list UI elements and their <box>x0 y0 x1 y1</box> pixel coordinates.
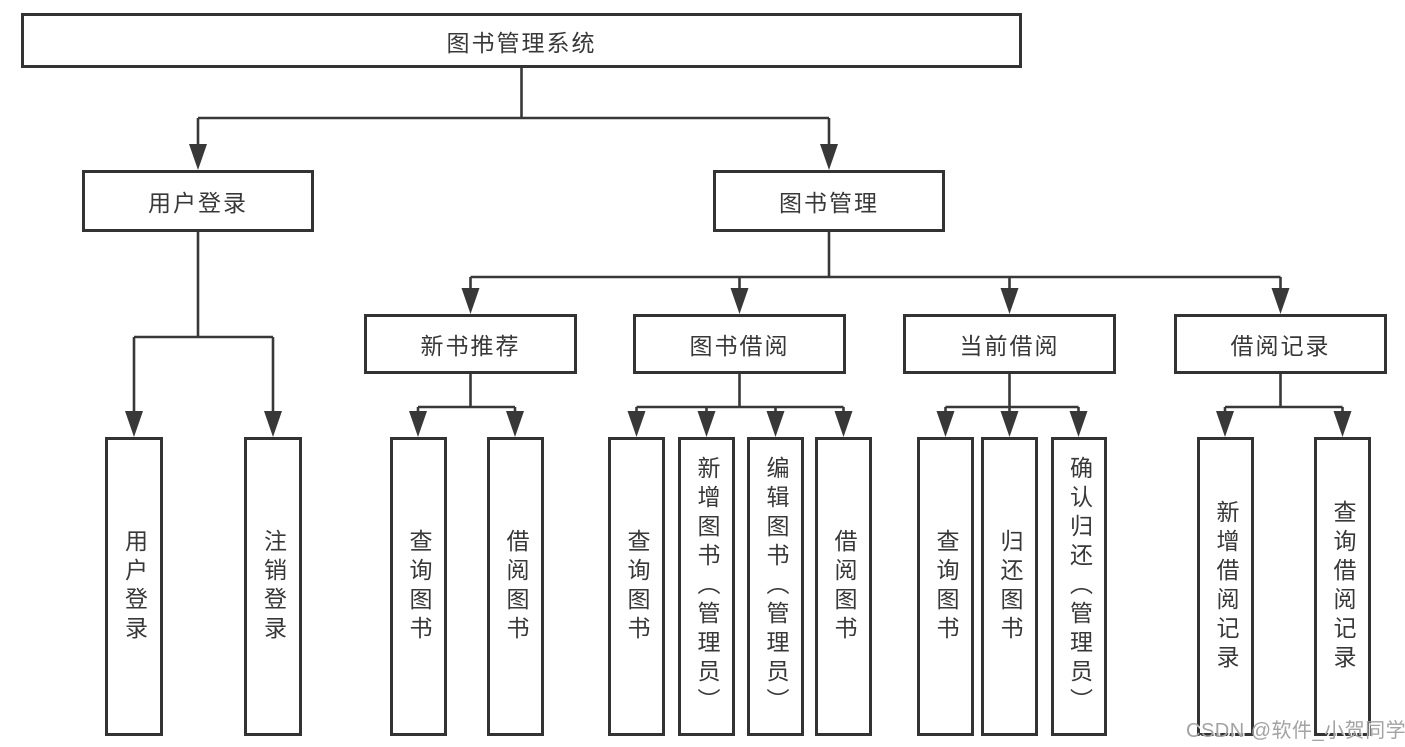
leaf-user-login-label: 用户登录 <box>121 528 148 645</box>
leaf-query-books-3-label: 查询图书 <box>933 528 959 645</box>
leaf-borrow-books-2: 借阅图书 <box>815 437 872 736</box>
leaf-query-borrow-record: 查询借阅记录 <box>1314 437 1371 736</box>
leaf-user-login: 用户登录 <box>105 437 163 736</box>
leaf-query-books-2: 查询图书 <box>608 437 665 736</box>
leaf-query-borrow-record-label: 查询借阅记录 <box>1330 499 1356 674</box>
node-new-book-recommend: 新书推荐 <box>364 314 577 374</box>
node-root: 图书管理系统 <box>21 13 1022 68</box>
connector-borrow-records-to-leaves <box>1216 374 1352 437</box>
csdn-watermark: CSDN @软件_小贺同学 <box>1186 720 1405 742</box>
connector-user-login-to-leaves <box>125 232 282 437</box>
leaf-query-books-3: 查询图书 <box>917 437 974 736</box>
leaf-borrow-books-1: 借阅图书 <box>487 437 544 736</box>
leaf-return-books: 归还图书 <box>981 437 1038 736</box>
connector-root-to-level2 <box>189 68 838 170</box>
connector-book-management-to-level3 <box>461 232 1290 314</box>
node-current-borrow-label: 当前借阅 <box>959 333 1060 359</box>
node-user-login-label: 用户登录 <box>148 190 248 216</box>
leaf-add-borrow-record-label: 新增借阅记录 <box>1213 499 1239 674</box>
node-borrow-records-label: 借阅记录 <box>1230 333 1331 359</box>
connector-book-borrow-to-leaves <box>627 374 853 437</box>
leaf-edit-books-admin: 编辑图书（管理员） <box>747 437 804 736</box>
leaf-confirm-return-admin-label: 确认归还（管理员） <box>1066 456 1093 717</box>
leaf-logout: 注销登录 <box>244 437 302 736</box>
node-root-label: 图书管理系统 <box>446 29 597 56</box>
node-user-login: 用户登录 <box>82 170 314 232</box>
node-borrow-records: 借阅记录 <box>1174 314 1387 374</box>
node-book-management-label: 图书管理 <box>779 190 879 216</box>
leaf-add-books-admin: 新增图书（管理员） <box>678 437 735 736</box>
node-new-book-recommend-label: 新书推荐 <box>420 333 521 359</box>
connector-new-book-recommend-to-leaves <box>409 374 524 437</box>
node-current-borrow: 当前借阅 <box>903 314 1116 374</box>
leaf-borrow-books-1-label: 借阅图书 <box>503 528 529 645</box>
leaf-return-books-label: 归还图书 <box>997 528 1023 645</box>
leaf-edit-books-admin-label: 编辑图书（管理员） <box>763 456 789 717</box>
leaf-query-books-1: 查询图书 <box>390 437 447 736</box>
leaf-logout-label: 注销登录 <box>260 528 287 645</box>
leaf-add-books-admin-label: 新增图书（管理员） <box>694 456 720 717</box>
leaf-query-books-1-label: 查询图书 <box>406 528 432 645</box>
connector-current-borrow-to-leaves <box>936 374 1088 437</box>
node-book-borrow-label: 图书借阅 <box>689 333 790 359</box>
leaf-confirm-return-admin: 确认归还（管理员） <box>1051 437 1107 736</box>
leaf-add-borrow-record: 新增借阅记录 <box>1197 437 1254 736</box>
node-book-borrow: 图书借阅 <box>633 314 846 374</box>
leaf-borrow-books-2-label: 借阅图书 <box>831 528 857 645</box>
node-book-management: 图书管理 <box>713 170 945 232</box>
leaf-query-books-2-label: 查询图书 <box>624 528 650 645</box>
